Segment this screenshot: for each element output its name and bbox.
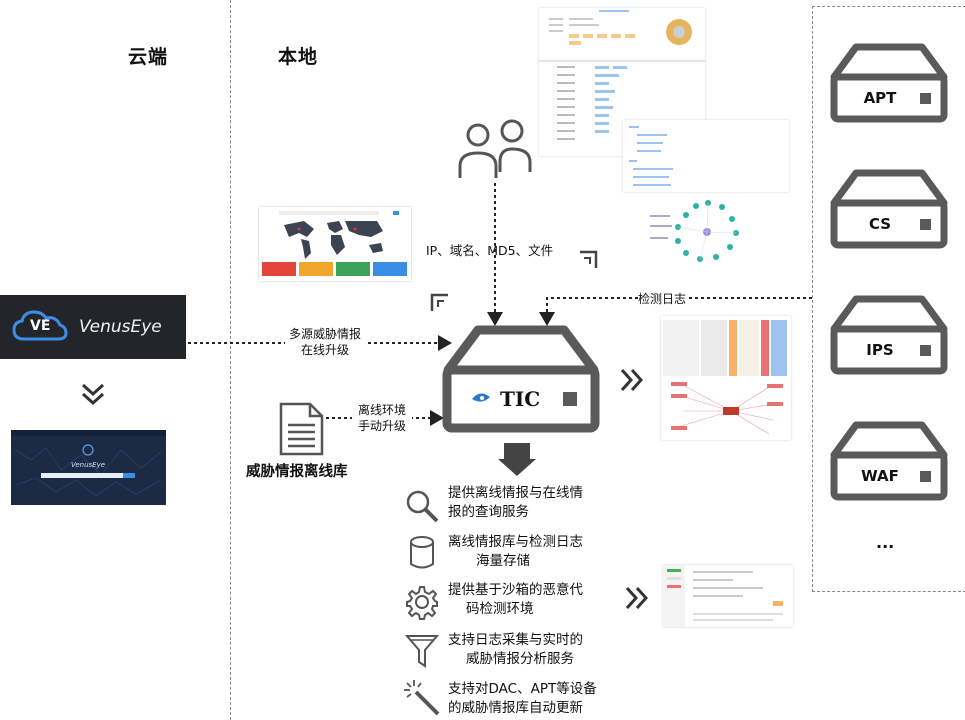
feature-line: 提供离线情报与在线情 [448,485,583,501]
device-label: CS [868,215,892,233]
feature-line: 支持对DAC、APT等设备 [448,681,597,697]
cloud-header: 云端 [128,46,169,68]
log-analysis-thumbnail [661,316,791,440]
detection-log-label: 检测日志 [638,291,687,307]
feature-item: 提供离线情报与在线情报的查询服务 [448,484,618,522]
funnel-icon [404,635,440,668]
more-devices-ellipsis: ... [876,533,895,552]
cloud-local-divider [230,0,231,720]
venuseye-portal-thumbnail: VenusEye [11,430,166,505]
device-cs: CS [830,169,948,249]
feature-line: 威胁情报分析服务 [466,651,574,667]
offline-library-label: 威胁情报离线库 [246,464,348,480]
security-devices-panel [812,6,965,592]
venuseye-logo-letters: VE [30,318,51,334]
database-icon [410,536,434,569]
feature-line: 码检测环境 [466,601,534,617]
feature-line: 报的查询服务 [448,504,529,520]
sandbox-report-thumbnail [663,565,793,627]
device-apt: APT [830,43,948,123]
gear-icon [406,586,438,620]
magnifier-icon [406,490,439,523]
feature-item: 支持日志采集与实时的威胁情报分析服务 [448,631,618,669]
tic-device-label: TIC [500,387,541,411]
feature-item: 支持对DAC、APT等设备的威胁情报库自动更新 [448,680,618,718]
venuseye-logo-text: VenusEye [79,317,162,337]
feature-line: 离线情报库与检测日志 [448,534,583,550]
device-ips: IPS [830,295,948,375]
chevron-double-down-icon [81,383,105,406]
query-detail-thumbnail [623,120,789,192]
online-upgrade-label: 多源威胁情报 在线升级 [285,326,365,358]
corner-bracket-icon [430,293,448,311]
feature-line: 的威胁情报库自动更新 [448,700,583,716]
feature-line: 支持日志采集与实时的 [448,632,583,648]
chevron-double-right-icon [625,586,649,610]
feature-item: 提供基于沙箱的恶意代码检测环境 [448,581,618,619]
tic-device: TIC [442,325,600,433]
offline-upgrade-line1: 离线环境 [357,403,406,417]
offline-upgrade-label: 离线环境 手动升级 [352,402,412,434]
feature-item: 离线情报库与检测日志海量存储 [448,533,618,571]
document-icon [279,402,324,456]
feature-line: 提供基于沙箱的恶意代 [448,582,583,598]
svg-text:VenusEye: VenusEye [71,461,105,469]
venuseye-logo-panel: VE VenusEye [0,295,186,359]
users-icon [458,119,532,178]
device-label: APT [863,89,897,107]
offline-upgrade-line2: 手动升级 [357,419,406,433]
device-label: IPS [866,341,894,359]
corner-bracket-icon [580,250,598,268]
venuseye-cloud-icon [12,310,68,341]
query-types-label: IP、域名、MD5、文件 [426,243,554,259]
local-header: 本地 [278,46,319,68]
online-upgrade-line1: 多源威胁情报 [288,327,361,341]
device-label: WAF [861,467,899,485]
device-waf: WAF [830,421,948,501]
feature-line: 海量存储 [476,553,530,569]
relation-graph-thumbnail [650,200,739,262]
magic-wand-icon [404,680,440,716]
threat-map-thumbnail [259,207,411,281]
online-upgrade-line2: 在线升级 [300,343,349,357]
chevron-double-right-icon [620,368,644,392]
